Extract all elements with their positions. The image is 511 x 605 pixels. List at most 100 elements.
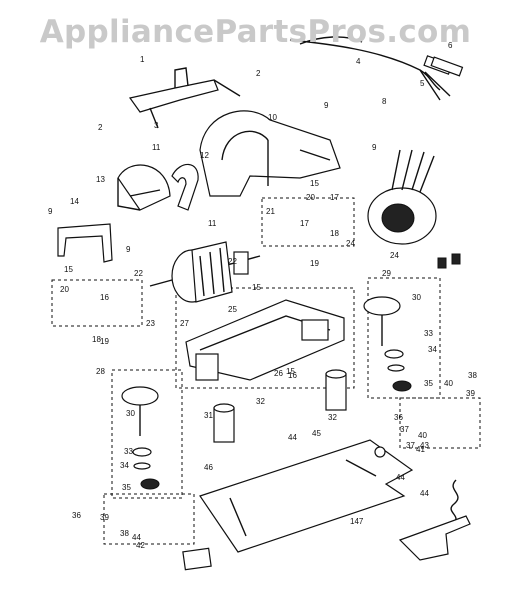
callout-label-16: 16 (100, 293, 109, 302)
callout-label-37: 37 (400, 425, 409, 434)
callout-label-44: 44 (132, 533, 141, 542)
callout-label-44: 44 (420, 489, 429, 498)
subassembly-box-left-blade (103, 493, 195, 545)
callout-label-31: 31 (204, 411, 213, 420)
part-small-plate (182, 547, 212, 571)
callout-label-39: 39 (466, 389, 475, 398)
part-gear-right (363, 296, 401, 346)
callout-label-41: 41 (416, 445, 425, 454)
subassembly-box-right-gear (367, 277, 441, 399)
subassembly-box-right-blade (399, 397, 481, 449)
part-washer-left (132, 447, 152, 457)
part-power-cord (289, 36, 453, 101)
subassembly-box-left-brush (51, 279, 143, 327)
callout-label-9: 9 (126, 245, 131, 254)
callout-label-37: 37 (406, 441, 415, 450)
callout-label-15: 15 (64, 265, 73, 274)
callout-label-20: 20 (306, 193, 315, 202)
callout-label-9: 9 (48, 207, 53, 216)
part-blade-guard (117, 164, 171, 211)
part-hook (171, 163, 199, 211)
part-armature (149, 241, 261, 303)
part-gear-housing (185, 299, 345, 381)
callout-label-33: 33 (124, 447, 133, 456)
callout-label-13: 13 (96, 175, 105, 184)
callout-label-9: 9 (372, 143, 377, 152)
callout-label-29: 29 (382, 269, 391, 278)
callout-label-15: 15 (252, 283, 261, 292)
callout-label-46: 46 (204, 463, 213, 472)
callout-label-14: 14 (70, 197, 79, 206)
part-carbon-brush-2 (451, 253, 461, 265)
part-side-bracket (57, 223, 113, 263)
callout-label-15: 15 (310, 179, 319, 188)
callout-label-147: 147 (350, 517, 364, 526)
part-shoe (398, 515, 471, 561)
callout-label-40: 40 (418, 431, 427, 440)
callout-label-4: 4 (356, 57, 361, 66)
callout-label-24: 24 (346, 239, 355, 248)
callout-label-26: 26 (274, 369, 283, 378)
callout-label-16: 16 (288, 371, 297, 380)
callout-label-35: 35 (424, 379, 433, 388)
subassembly-box-housing (175, 287, 355, 389)
part-carbon-brush-1 (437, 257, 447, 269)
callout-label-38: 38 (120, 529, 129, 538)
part-bracket-top (128, 67, 241, 129)
callout-label-34: 34 (120, 461, 129, 470)
callout-label-9: 9 (324, 101, 329, 110)
callout-label-42: 42 (136, 541, 145, 550)
callout-label-17: 17 (330, 193, 339, 202)
part-spindle-right (325, 369, 347, 411)
part-base-plate (199, 439, 414, 553)
callout-label-32: 32 (256, 397, 265, 406)
part-motor-cover (199, 110, 341, 197)
callout-label-30: 30 (412, 293, 421, 302)
part-field-stator (367, 149, 437, 245)
part-washer-right-2 (387, 364, 405, 372)
part-cam-left (140, 478, 160, 490)
part-washer-right (384, 349, 404, 359)
callout-label-39: 39 (100, 513, 109, 522)
callout-label-43: 43 (420, 441, 429, 450)
callout-label-33: 33 (424, 329, 433, 338)
subassembly-box-right-brush (261, 197, 355, 247)
callout-label-22: 22 (228, 257, 237, 266)
callout-label-18: 18 (330, 229, 339, 238)
part-spring (450, 479, 459, 525)
part-cam-right (392, 380, 412, 392)
callout-label-2: 2 (98, 123, 103, 132)
callout-label-3: 3 (154, 121, 159, 130)
callout-label-19: 19 (100, 337, 109, 346)
callout-label-23: 23 (146, 319, 155, 328)
callout-label-38: 38 (468, 371, 477, 380)
part-washer-left-2 (133, 462, 151, 470)
callout-label-24: 24 (390, 251, 399, 260)
callout-label-8: 8 (382, 97, 387, 106)
part-spindle-left (213, 403, 235, 443)
callout-label-34: 34 (428, 345, 437, 354)
callout-label-11: 11 (208, 219, 217, 228)
callout-label-19: 19 (310, 259, 319, 268)
callout-label-15: 15 (286, 367, 295, 376)
part-gear-left (121, 386, 159, 436)
callout-label-40: 40 (444, 379, 453, 388)
callout-label-25: 25 (228, 305, 237, 314)
callout-label-6: 6 (448, 41, 453, 50)
callout-label-22: 22 (134, 269, 143, 278)
callout-label-44: 44 (396, 473, 405, 482)
callout-label-12: 12 (200, 151, 209, 160)
callout-label-20: 20 (60, 285, 69, 294)
callout-label-11: 11 (152, 143, 161, 152)
callout-label-1: 1 (140, 55, 145, 64)
part-cord-sleeve (430, 56, 464, 77)
callout-label-44: 44 (288, 433, 297, 442)
callout-label-21: 21 (266, 207, 275, 216)
callout-label-30: 30 (126, 409, 135, 418)
subassembly-box-left-gear (111, 369, 183, 499)
callout-label-27: 27 (180, 319, 189, 328)
callout-label-7: 7 (360, 31, 365, 40)
callout-label-17: 17 (300, 219, 309, 228)
